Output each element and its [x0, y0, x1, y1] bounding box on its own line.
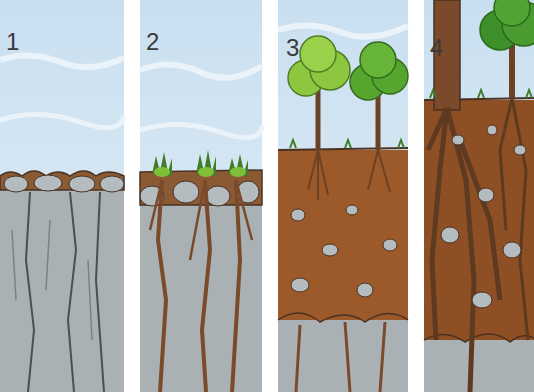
panel-first-plants-part: [140, 64, 262, 77]
panel-first-plants-part: [154, 167, 170, 177]
panel-mature-soil: [424, 0, 534, 392]
panel-number: 4: [430, 36, 443, 60]
panel-young-soil-part: [300, 36, 336, 72]
panel-first-plants-part: [196, 150, 216, 176]
panel-bare-rock: [0, 0, 124, 392]
panel-number: 1: [6, 30, 19, 54]
panel-first-plants-part: [150, 180, 252, 260]
panel-number: 2: [146, 30, 159, 54]
panel-bare-rock-part: [34, 175, 62, 191]
panel-number: 3: [286, 36, 299, 60]
panel-young-soil-part: [360, 42, 396, 78]
panel-young-soil-part: [278, 320, 408, 392]
panel-mature-soil-part: [487, 125, 497, 135]
panel-bare-rock-part: [0, 182, 124, 392]
panel-first-plants: [140, 0, 262, 392]
panel-mature-soil-part: [509, 45, 515, 98]
panel-young-soil-part: [346, 205, 358, 215]
panel-mature-soil-part: [424, 100, 534, 392]
panel-mature-soil-part: [441, 227, 459, 243]
panel-young-soil-part: [376, 92, 381, 150]
panel-bare-rock-part: [69, 176, 95, 192]
panel-young-soil-part: [296, 322, 385, 392]
panel-bare-rock-part: [0, 0, 124, 392]
panel-first-plants-part: [140, 124, 262, 137]
panel-mature-soil-part: [494, 0, 530, 26]
panel-mature-soil-part: [430, 90, 532, 98]
panel-young-soil-part: [322, 244, 338, 256]
panel-bare-rock-part: [100, 176, 124, 192]
panel-first-plants-part: [198, 167, 214, 177]
panel-mature-soil-part: [424, 0, 534, 392]
panel-bare-rock-part: [26, 192, 104, 392]
panel-mature-soil-part: [452, 135, 464, 145]
panel-young-soil-part: [308, 150, 390, 200]
panel-bare-rock-part: [0, 55, 124, 67]
panel-first-plants-part: [228, 154, 248, 176]
panel-young-soil-part: [278, 148, 408, 150]
panel-first-plants-part: [173, 181, 199, 203]
panel-bare-rock-part: [12, 220, 92, 340]
panel-young-soil-part: [357, 283, 373, 297]
panel-mature-soil-part: [503, 242, 521, 258]
panel-first-plants-part: [140, 0, 262, 392]
panel-young-soil-part: [316, 88, 321, 150]
panel-first-plants-part: [230, 167, 246, 177]
panel-mature-soil-part: [424, 340, 534, 392]
panel-young-soil-part: [291, 209, 305, 221]
panel-mature-soil-part: [428, 108, 500, 392]
panel-young-soil-part: [278, 150, 408, 392]
panel-young-soil-part: [278, 0, 408, 392]
panel-bare-rock-part: [0, 114, 124, 127]
panel-first-plants-part: [206, 186, 230, 206]
panel-first-plants-part: [152, 152, 172, 176]
panel-mature-soil-part: [500, 98, 528, 340]
panel-young-soil-part: [291, 278, 309, 292]
panel-mature-soil-part: [514, 145, 526, 155]
panel-mature-soil-part: [472, 292, 492, 308]
panel-young-soil-part: [290, 140, 404, 148]
panel-bare-rock-part: [4, 176, 28, 192]
panel-mature-soil-part: [424, 334, 534, 342]
panel-young-soil-part: [383, 239, 397, 251]
panel-young-soil-part: [278, 313, 408, 322]
panel-mature-soil-part: [478, 188, 494, 202]
panel-young-soil: [278, 0, 408, 392]
